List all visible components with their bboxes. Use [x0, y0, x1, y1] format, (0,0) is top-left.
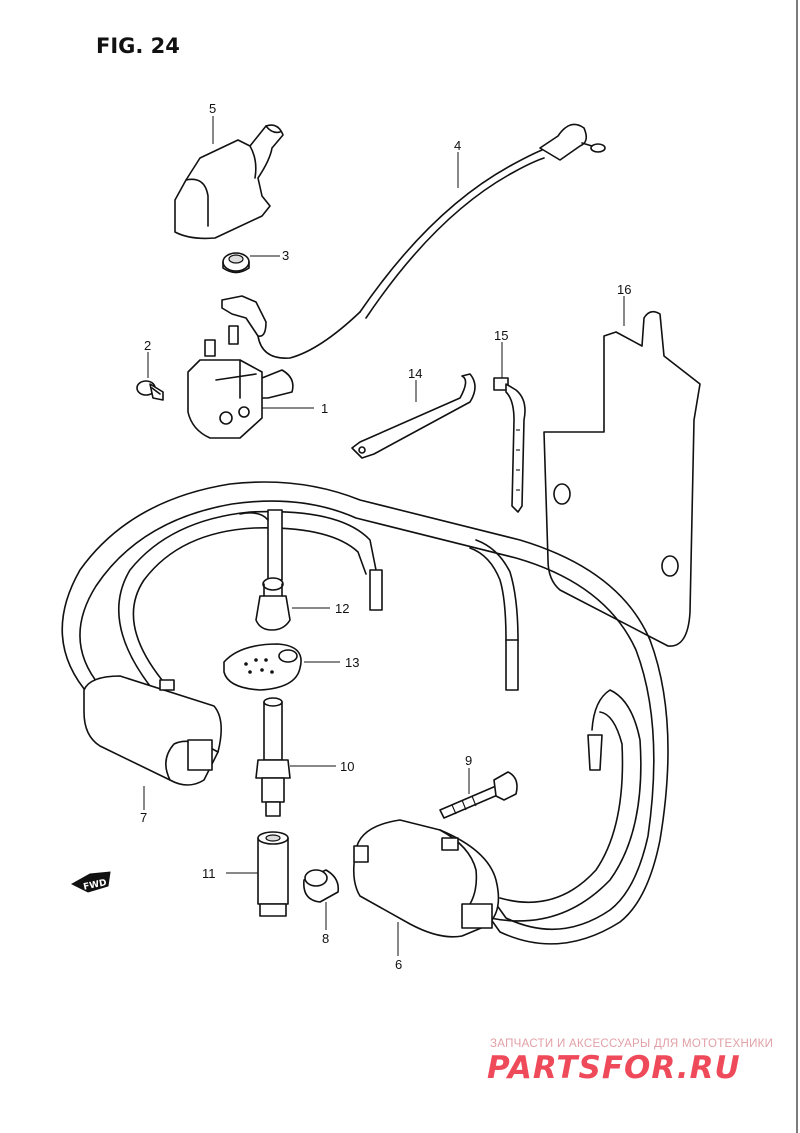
callout-4: 4: [454, 138, 461, 153]
part-2-bolt: [136, 380, 164, 401]
callout-6: 6: [395, 957, 402, 972]
callout-12: 12: [335, 601, 349, 616]
part-3-grommet: [222, 252, 250, 274]
callout-11: 11: [202, 866, 216, 881]
part-14-strap: [351, 373, 476, 459]
callout-15: 15: [494, 328, 508, 343]
callout-8: 8: [322, 931, 329, 946]
callout-9: 9: [465, 753, 472, 768]
part-13-washer: [223, 643, 302, 691]
callout-14: 14: [408, 366, 422, 381]
part-4-lead-wire: [359, 123, 606, 319]
part-7-coil: [83, 675, 222, 786]
callout-5: 5: [209, 101, 216, 116]
part-1-relay: [187, 295, 361, 439]
part-6-coil: [352, 819, 500, 938]
leader-lines: [143, 116, 625, 956]
part-16-plate: [543, 310, 701, 647]
callout-16: 16: [617, 282, 631, 297]
callout-10: 10: [340, 759, 354, 774]
part-12-cap: [255, 577, 291, 631]
watermark-tagline: ЗАПЧАСТИ И АКСЕССУАРЫ ДЛЯ МОТОТЕХНИКИ: [490, 1038, 774, 1050]
watermark-logo: PARTSFOR.RU: [487, 1050, 741, 1086]
part-9-bolt: [439, 771, 518, 819]
fwd-label: FWD: [83, 878, 108, 893]
fwd-arrow-icon: FWD: [70, 871, 111, 893]
part-5-cover: [174, 124, 284, 240]
callout-3: 3: [282, 248, 289, 263]
part-10-connector: [255, 697, 291, 817]
ht-leads: [61, 481, 669, 945]
part-8-spacer: [303, 869, 340, 903]
callout-13: 13: [345, 655, 359, 670]
callout-2: 2: [144, 338, 151, 353]
figure-title: FIG. 24: [96, 34, 180, 58]
callout-7: 7: [140, 810, 147, 825]
callout-1: 1: [321, 401, 328, 416]
part-15-tie: [493, 377, 526, 513]
part-11-sleeve: [257, 831, 289, 917]
